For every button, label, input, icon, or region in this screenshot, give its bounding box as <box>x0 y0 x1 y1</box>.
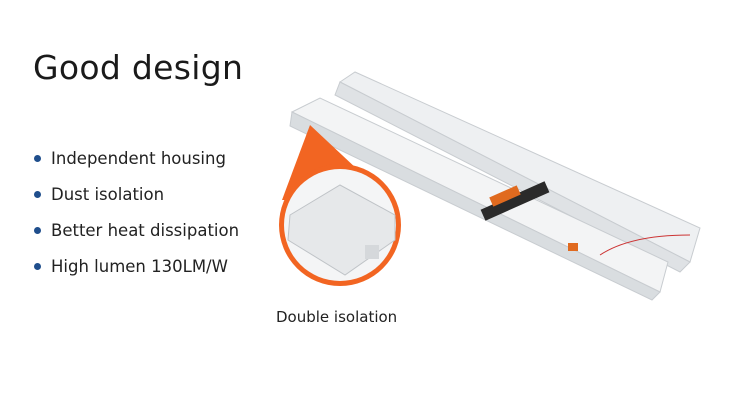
list-item: Dust isolation <box>34 176 239 212</box>
bullet-icon <box>34 190 41 198</box>
list-item: Independent housing <box>34 140 239 176</box>
image-caption: Double isolation <box>276 308 398 326</box>
feature-label: Independent housing <box>51 148 226 168</box>
feature-label: Dust isolation <box>51 184 165 204</box>
light-fixture-image <box>289 71 701 301</box>
feature-label: High lumen 130LM/W <box>51 256 228 276</box>
bullet-icon <box>34 262 41 270</box>
list-item: High lumen 130LM/W <box>34 248 239 284</box>
bullet-icon <box>34 226 41 234</box>
list-item: Better heat dissipation <box>34 212 239 248</box>
feature-list: Independent housing Dust isolation Bette… <box>34 140 239 284</box>
bullet-icon <box>34 154 41 162</box>
page-title: Good design <box>33 48 244 87</box>
feature-label: Better heat dissipation <box>51 220 240 240</box>
